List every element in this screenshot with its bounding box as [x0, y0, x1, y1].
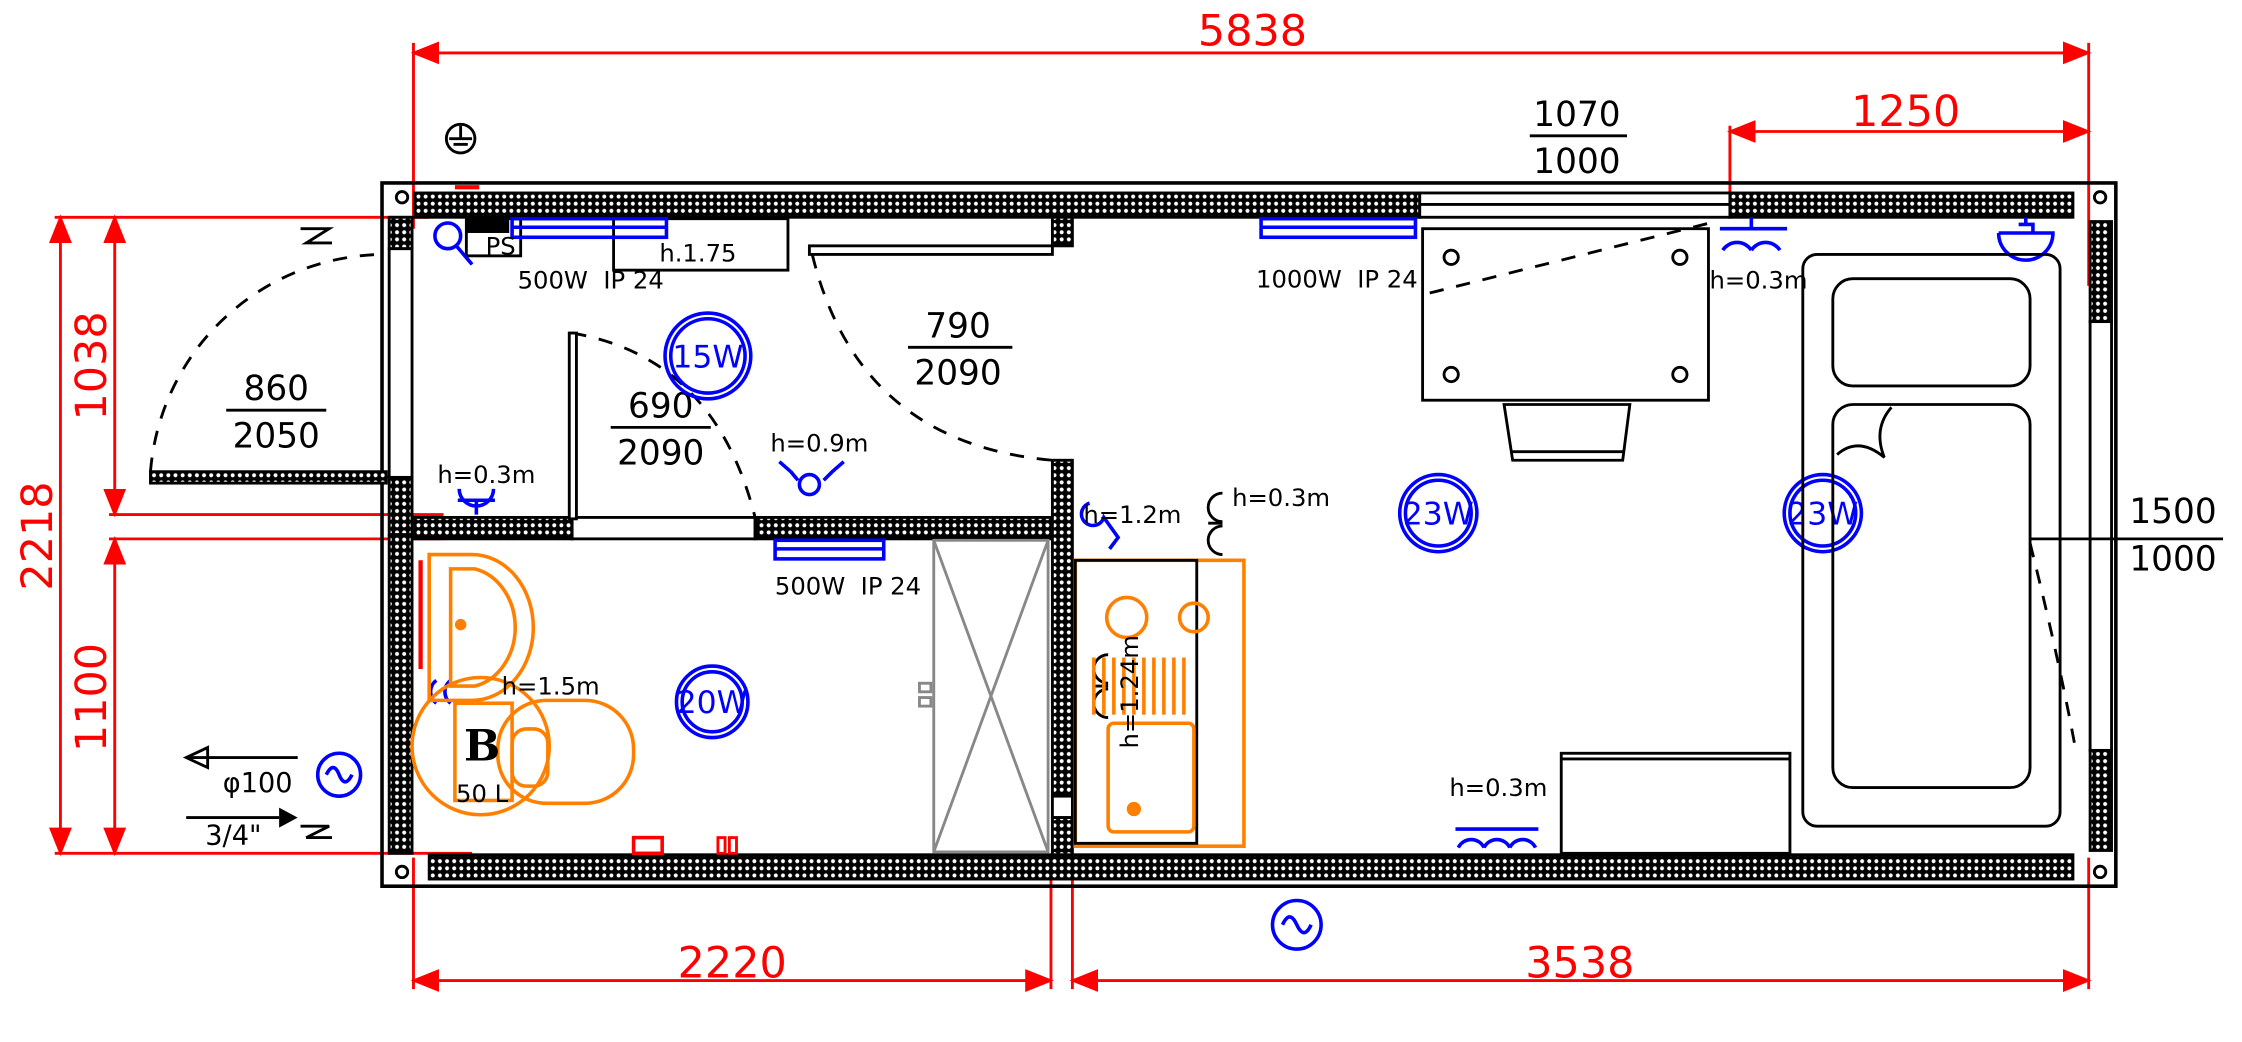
shower-cabin [932, 538, 1050, 854]
switch-hall-label: h=0.9m [770, 429, 868, 458]
socket-bottom-label: h=0.3m [1449, 773, 1547, 802]
socket-icon [1092, 653, 1109, 719]
dim-total-length: 5838 [1198, 7, 1307, 57]
socket-hall-label: h=0.3m [437, 460, 535, 489]
bathtub [1801, 252, 2062, 828]
top-window-height: 1000 [1533, 142, 1620, 182]
bath-door-width: 690 [628, 386, 693, 426]
opening-labels: 1070 1000 860 2050 690 2090 790 2090 150… [226, 95, 2217, 579]
right-window-height: 1000 [2129, 539, 2216, 579]
boiler-label: B [464, 721, 500, 771]
dim-left-upper: 1038 [67, 311, 117, 420]
boiler-volume-label: 50 L [456, 779, 509, 808]
ac-power-icon [1270, 898, 1323, 951]
door-swings [149, 220, 2224, 840]
socket-icon [1206, 491, 1223, 557]
switch-icon [1079, 501, 1121, 550]
inner-door-height: 2090 [914, 353, 1001, 393]
entrance-door-height: 2050 [233, 416, 320, 456]
lamp-20w-label: 20W [677, 685, 748, 721]
heater-bath-label: 500W IP 24 [775, 572, 921, 601]
bath-door-height: 2090 [617, 434, 704, 474]
dim-bottom-left: 2220 [678, 939, 787, 989]
dim-right-window-offset: 1250 [1851, 87, 1960, 137]
socket-top-right-label: h=0.3m [1709, 266, 1807, 295]
dim-left-lower: 1100 [67, 643, 117, 752]
right-window-width: 1500 [2129, 492, 2216, 532]
socket-bath-label: h=1.5m [502, 672, 600, 701]
dim-total-width: 2218 [13, 481, 63, 590]
lamp-23w-bath-label: 23W [1787, 497, 1858, 533]
lamp-23w-kitchen-label: 23W [1403, 497, 1474, 533]
inner-door-width: 790 [925, 306, 990, 346]
electrical: 15W 20W 23W 23W [315, 122, 2055, 951]
heater-hall-label: 500W IP 24 [518, 266, 664, 295]
panel-label: PS [486, 231, 516, 260]
switch-kitchen-label: h=1.2m [1083, 500, 1181, 529]
washbasin [427, 552, 536, 703]
lamp-23w-bath [1782, 472, 1864, 554]
heater-room-label: 1000W IP 24 [1256, 264, 1418, 293]
lamp-15w [663, 311, 753, 401]
drain-label: φ100 [223, 768, 293, 799]
entrance-door-width: 860 [244, 369, 309, 409]
lamp-23w-kitchen [1397, 472, 1479, 554]
socket-icon [1455, 827, 1539, 849]
lamp-15w-label: 15W [672, 339, 743, 375]
dimension-lines [48, 41, 2092, 992]
switch-icon [778, 460, 845, 482]
chair [1502, 403, 1632, 462]
fixtures [182, 227, 2062, 856]
table [1421, 227, 1710, 402]
panel-height-label: h.1.75 [659, 239, 736, 268]
socket-kitchen-vertical-label: h=1.24m [1115, 635, 1144, 748]
walls [149, 181, 2118, 888]
socket-kitchen-label: h=0.3m [1232, 483, 1330, 512]
socket-icon [457, 488, 496, 515]
annotations: PS h.1.75 500W IP 24 1000W IP 24 500W IP… [205, 231, 1807, 851]
ac-power-icon [315, 751, 363, 798]
kitchen-unit [1073, 558, 1246, 848]
top-window-width: 1070 [1533, 95, 1620, 135]
cabinet [1559, 751, 1792, 855]
water-inlet-label: 3/4" [205, 821, 261, 852]
dim-bottom-right: 3538 [1525, 939, 1634, 989]
socket-icon [1719, 217, 1788, 252]
light-fixture-icon [1996, 217, 2055, 262]
lamp-20w [674, 664, 750, 740]
